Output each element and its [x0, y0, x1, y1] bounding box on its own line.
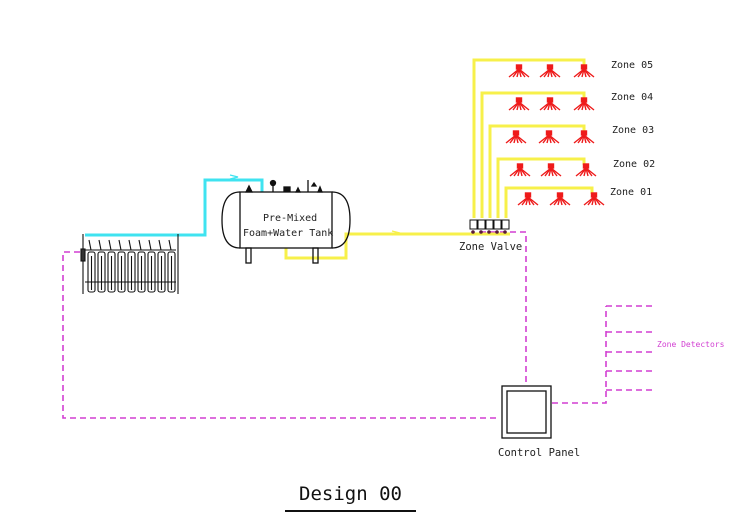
foam-pipe [284, 58, 594, 260]
foam-cylinder [167, 251, 176, 293]
foam-cylinder [87, 251, 96, 293]
zone-04-pipe [480, 91, 586, 218]
sprinkler-head [540, 163, 562, 177]
zone-valve-manifold [469, 219, 510, 234]
sprinkler-head [549, 192, 571, 206]
foam-cylinder [157, 251, 166, 293]
sprinkler-head [509, 163, 531, 177]
wire-panel-to-detectors [552, 306, 607, 404]
sprinkler-head [508, 97, 530, 111]
sprinkler-head [508, 64, 530, 78]
foam-cylinder [97, 251, 106, 293]
wire-valve-to-panel [480, 231, 527, 386]
supply-pipe [85, 174, 264, 237]
sprinkler-head [505, 130, 527, 144]
foam-cylinder [127, 251, 136, 293]
sprinkler-heads [505, 64, 605, 206]
sprinkler-head [538, 130, 560, 144]
foam-cylinder [107, 251, 116, 293]
foam-cylinder [137, 251, 146, 293]
control-panel-label: Control Panel [498, 447, 580, 459]
zone-04-label: Zone 04 [611, 92, 653, 103]
zone-02-pipe [496, 157, 586, 218]
zone-01-label: Zone 01 [610, 187, 652, 198]
foam-water-tank [221, 179, 351, 264]
sprinkler-head [583, 192, 605, 206]
sprinkler-head [573, 64, 595, 78]
sprinkler-head [539, 97, 561, 111]
zone-03-pipe [488, 124, 586, 218]
control-panel[interactable] [501, 385, 552, 439]
foam-cylinder [117, 251, 126, 293]
tank-label-line1: Pre-Mixed [263, 213, 317, 224]
zone-detectors-label: Zone Detectors [657, 340, 725, 349]
cylinder-bank [80, 234, 179, 294]
sprinkler-head [517, 192, 539, 206]
foam-cylinder [147, 251, 156, 293]
zone-01-pipe [504, 186, 594, 218]
sprinkler-head [575, 163, 597, 177]
zone-02-label: Zone 02 [613, 159, 655, 170]
tank-label-line2: Foam+Water Tank [243, 228, 333, 239]
zone-labels: Zone 05 Zone 04 Zone 03 Zone 02 Zone 01 [610, 60, 655, 198]
zone-05-pipe [472, 58, 586, 218]
wire-cylinders-to-panel [62, 251, 500, 419]
zone-05-label: Zone 05 [611, 60, 653, 71]
sprinkler-head [539, 64, 561, 78]
zone-valve-label: Zone Valve [459, 241, 522, 253]
zone-03-label: Zone 03 [612, 125, 654, 136]
sprinkler-head [573, 130, 595, 144]
sprinkler-head [573, 97, 595, 111]
diagram-title: Design 00 [299, 483, 402, 505]
